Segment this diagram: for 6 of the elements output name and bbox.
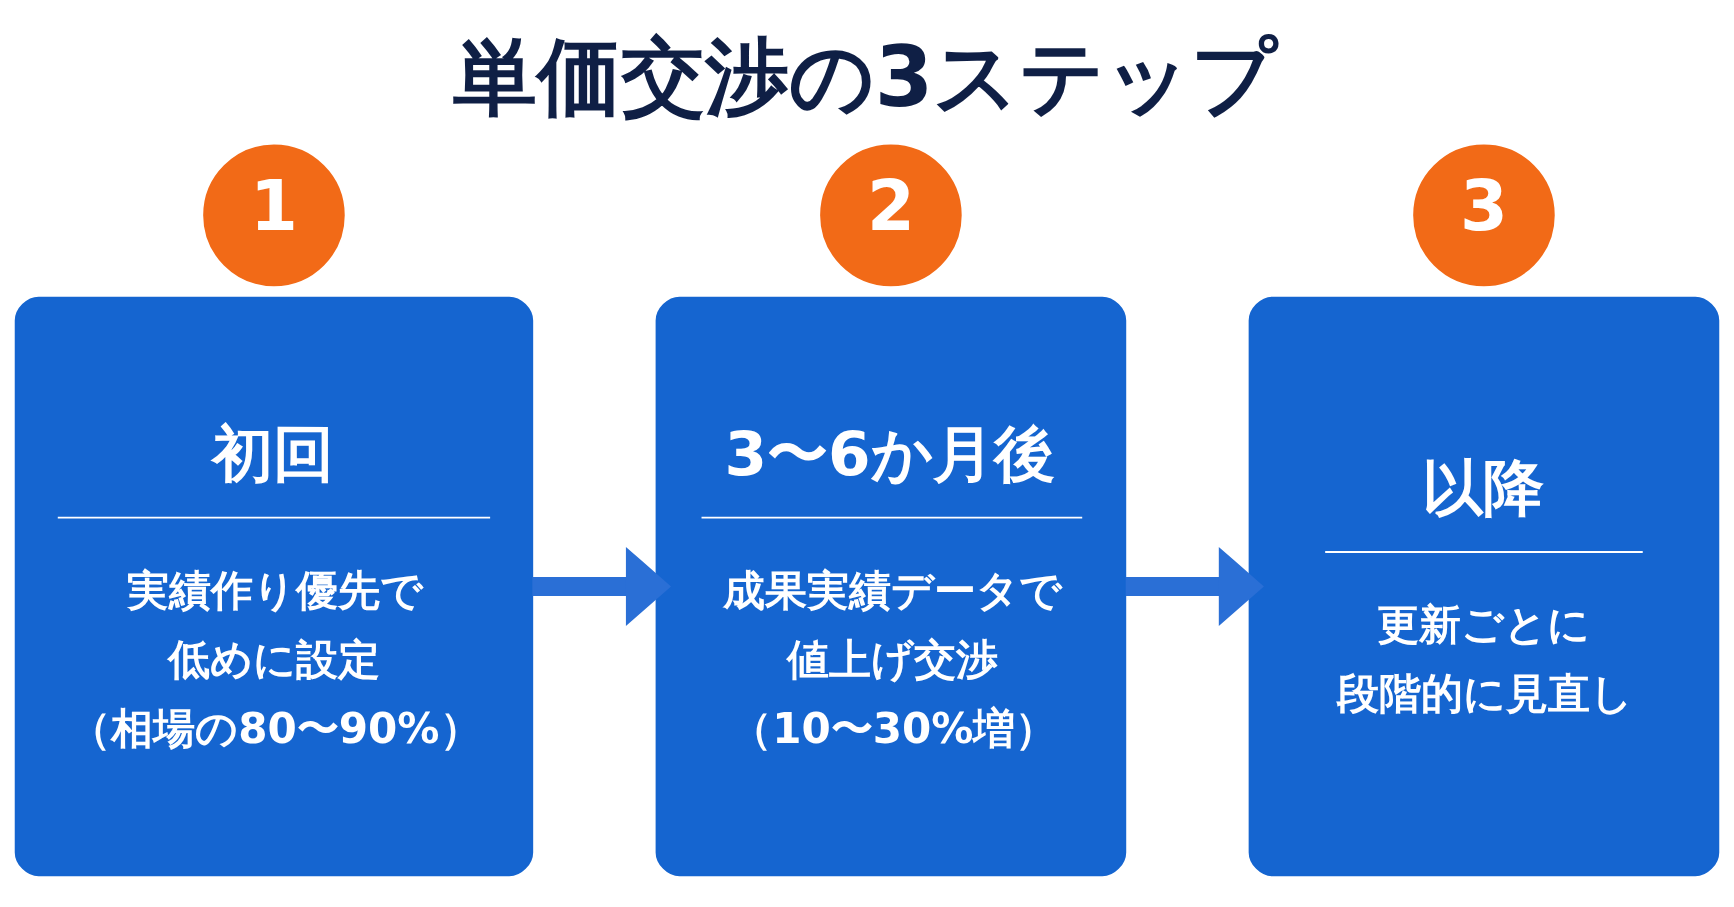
node-box: 以降 更新ごとに段階的に見直し xyxy=(1248,296,1720,876)
node-box: 初回 実績作り優先で低めに設定（相場の80〜90%） xyxy=(14,296,534,876)
node-box: 3〜6か月後 成果実績データで値上げ交渉（10〜30%増） xyxy=(655,296,1127,876)
diagram-title: 単価交渉の3ステップ xyxy=(452,27,1278,126)
arrow xyxy=(1125,546,1264,626)
arrow xyxy=(532,546,672,626)
